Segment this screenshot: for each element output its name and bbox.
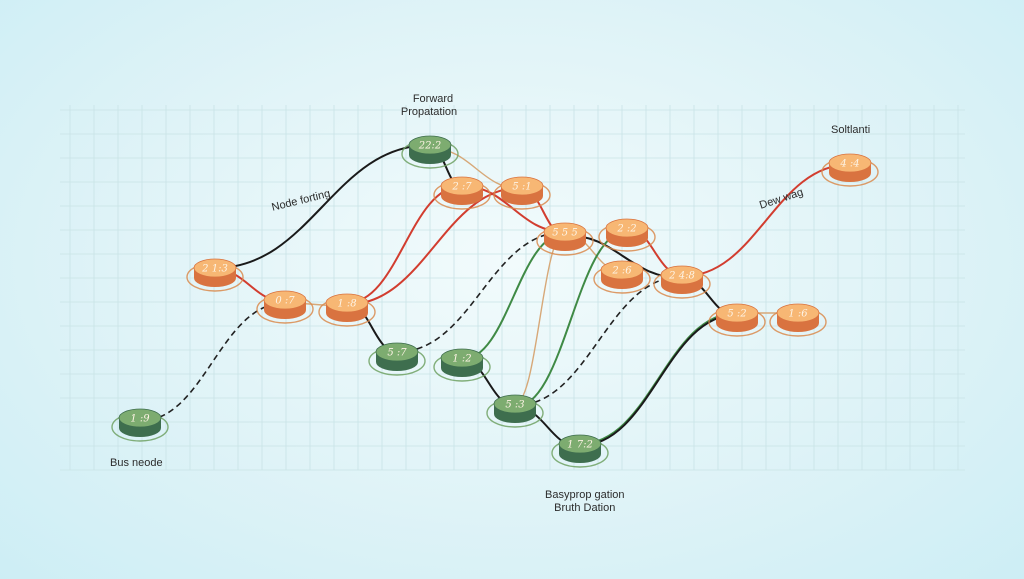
- node-top: [325, 293, 369, 313]
- node-top: [263, 290, 307, 310]
- node-label: 2 :7: [451, 182, 472, 193]
- edge-n_a-n_d: [346, 185, 463, 304]
- node-n_k: 4 :4: [821, 153, 879, 187]
- node-label: 5 :2: [727, 309, 746, 320]
- edge-n_g4-n_i: [579, 313, 738, 447]
- node-label: 5 :3: [505, 400, 524, 411]
- node-top: [776, 303, 820, 323]
- nodes-layer: 22:2 2 1:3 2 :7 5 :1 0 :7 1 :8 5 5 5 2 :2 2 :6 2 …: [111, 135, 879, 468]
- edge-n_b-n_d: [346, 186, 523, 306]
- node-label: 1 :6: [788, 309, 808, 320]
- node-top: [600, 260, 644, 280]
- edge-n_left-n_top: [214, 144, 431, 269]
- edge-n_g3-n_f: [514, 230, 628, 408]
- node-n_e: 5 5 5: [536, 222, 594, 256]
- node-top: [193, 258, 237, 278]
- node-n_g1: 5 :7: [368, 342, 426, 376]
- node-n_f: 2 :2: [598, 218, 656, 252]
- node-label: 2 1:3: [201, 264, 228, 275]
- node-label: 1 :9: [130, 414, 150, 425]
- node-top: [660, 265, 704, 285]
- node-label: 4 :4: [839, 159, 859, 170]
- node-n_g4: 1 7:2: [551, 434, 609, 468]
- node-top: [828, 153, 872, 173]
- node-top: [375, 342, 419, 362]
- node-top: [493, 394, 537, 414]
- node-n_g: 2 :6: [593, 260, 651, 294]
- node-top: [605, 218, 649, 238]
- forward-label-line2: Propatation: [400, 106, 458, 118]
- node-top: [715, 303, 759, 323]
- node-n_g2: 1 :2: [433, 348, 491, 382]
- node-n_bus: 1 :9: [111, 408, 169, 442]
- node-n_top: 22:2: [401, 135, 459, 169]
- edge-n_g3-n_h: [514, 275, 683, 407]
- backprop-label-line2: Bruth Dation: [554, 502, 616, 514]
- forward-propagation-label: Forward Propatation: [401, 93, 459, 119]
- node-label: 5 :1: [512, 182, 531, 193]
- node-n_j: 1 :6: [769, 303, 827, 337]
- edge-n_bus-n_c: [139, 302, 286, 422]
- node-n_i: 5 :2: [708, 303, 766, 337]
- node-n_a: 2 :7: [433, 176, 491, 210]
- node-label: 0 :7: [275, 296, 295, 307]
- node-top: [543, 222, 587, 242]
- node-label: 2 :2: [616, 224, 636, 235]
- forward-label-line1: Forward: [412, 93, 454, 105]
- bus-node-label: Bus neode: [110, 457, 163, 469]
- node-label: 5 5 5: [552, 228, 577, 239]
- node-label: 2 4:8: [668, 271, 695, 282]
- node-top: [440, 348, 484, 368]
- node-n_c: 0 :7: [256, 290, 314, 324]
- node-top: [440, 176, 484, 196]
- node-label: 1 7:2: [567, 440, 593, 451]
- node-label: 22:2: [418, 141, 441, 152]
- node-n_d: 1 :8: [318, 293, 376, 327]
- node-top: [558, 434, 602, 454]
- node-label: 2 :6: [611, 266, 632, 277]
- node-top: [500, 176, 544, 196]
- edge-n_g3-n_e: [514, 231, 566, 405]
- node-label: 1 :8: [337, 299, 356, 310]
- backpropagation-label: Basyprop gation Bruth Dation: [545, 489, 625, 515]
- node-n_left: 2 1:3: [186, 258, 244, 292]
- node-label: 1 :2: [452, 354, 471, 365]
- node-top: [408, 135, 452, 155]
- soltanti-label: Soltlanti: [831, 124, 871, 136]
- node-n_g3: 5 :3: [486, 394, 544, 428]
- edge-n_h-n_k: [681, 163, 851, 278]
- node-n_b: 5 :1: [493, 176, 551, 210]
- node-n_h: 2 4:8: [653, 265, 711, 299]
- edge-n_g1-n_e: [396, 231, 566, 353]
- node-top: [118, 408, 162, 428]
- backprop-label-line1: Basyprop gation: [545, 489, 625, 501]
- node-label: 5 :7: [387, 348, 407, 359]
